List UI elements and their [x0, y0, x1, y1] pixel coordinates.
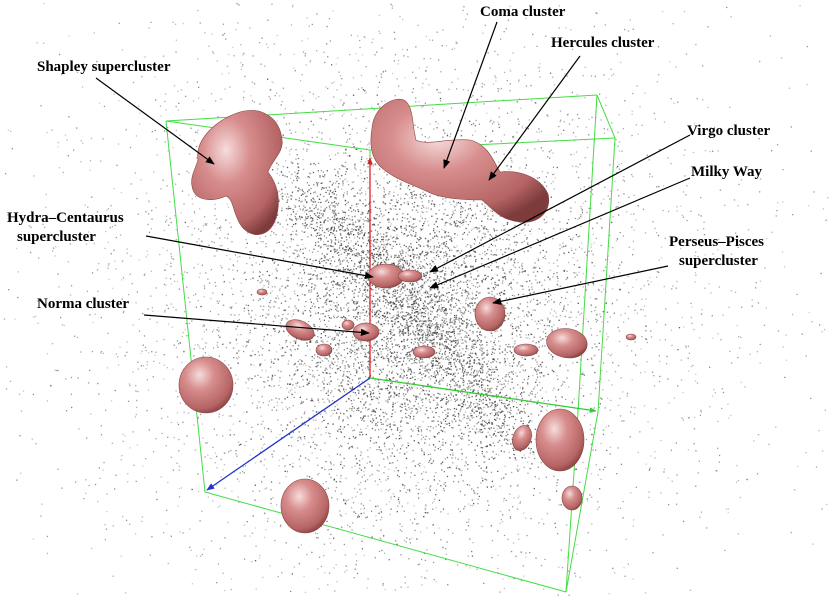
perseus-pisces-label-line2: supercluster: [679, 253, 758, 269]
perseus-pisces-surface: [474, 296, 506, 332]
cube-edge: [577, 94, 598, 413]
perseus-pisces-arrow: [492, 265, 669, 305]
cluster-blob: [512, 425, 532, 451]
norma-cluster-label: Norma cluster: [37, 296, 129, 312]
coordinate-axes: [206, 157, 597, 491]
hydra-centaurus-arrow: [145, 235, 374, 280]
cube-edge: [165, 120, 206, 493]
milky-way-label: Milky Way: [691, 164, 762, 180]
cluster-blob: [535, 408, 585, 472]
cluster-blob: [280, 478, 330, 534]
cluster-blob: [625, 333, 637, 341]
cluster-blob: [546, 328, 588, 359]
cluster-surfaces: [178, 98, 637, 534]
cluster-blob: [561, 485, 583, 511]
shapley-supercluster-label: Shapley supercluster: [37, 59, 171, 75]
shapley-surface: [191, 110, 283, 235]
coma-cluster-label: Coma cluster: [480, 4, 566, 20]
coma-hercules-surface: [370, 98, 550, 223]
cluster-blob: [256, 288, 268, 296]
hydra-centaurus-label-line2: supercluster: [17, 229, 96, 245]
virgo-arrow: [429, 134, 691, 273]
norma-arrow: [143, 314, 370, 336]
cluster-blob: [315, 343, 333, 357]
cluster-blob: [341, 319, 355, 331]
cube-edge: [204, 491, 567, 593]
shapley-arrow: [95, 77, 215, 165]
coma-arrow: [443, 21, 498, 169]
hercules-arrow: [488, 55, 581, 181]
cluster-blob: [178, 356, 234, 414]
cube-edge: [597, 137, 616, 413]
cube-edge: [596, 94, 616, 139]
labels: Coma cluster Hercules cluster Shapley su…: [7, 4, 771, 312]
axis-horizontal: [369, 377, 597, 413]
cluster-blob: [412, 345, 436, 359]
virgo-cluster-label: Virgo cluster: [687, 123, 771, 139]
virgo-surface: [397, 269, 423, 283]
cluster-blob: [513, 343, 539, 357]
cluster-blob: [285, 319, 315, 341]
milky-way-arrow: [429, 177, 691, 289]
perseus-pisces-label-line1: Perseus–Pisces: [669, 234, 764, 250]
cube-edge: [565, 411, 599, 593]
hercules-cluster-label: Hercules cluster: [551, 35, 655, 51]
axis-depth: [206, 377, 371, 491]
leader-arrows: [95, 21, 691, 336]
hydra-centaurus-label-line1: Hydra–Centaurus: [7, 210, 124, 226]
